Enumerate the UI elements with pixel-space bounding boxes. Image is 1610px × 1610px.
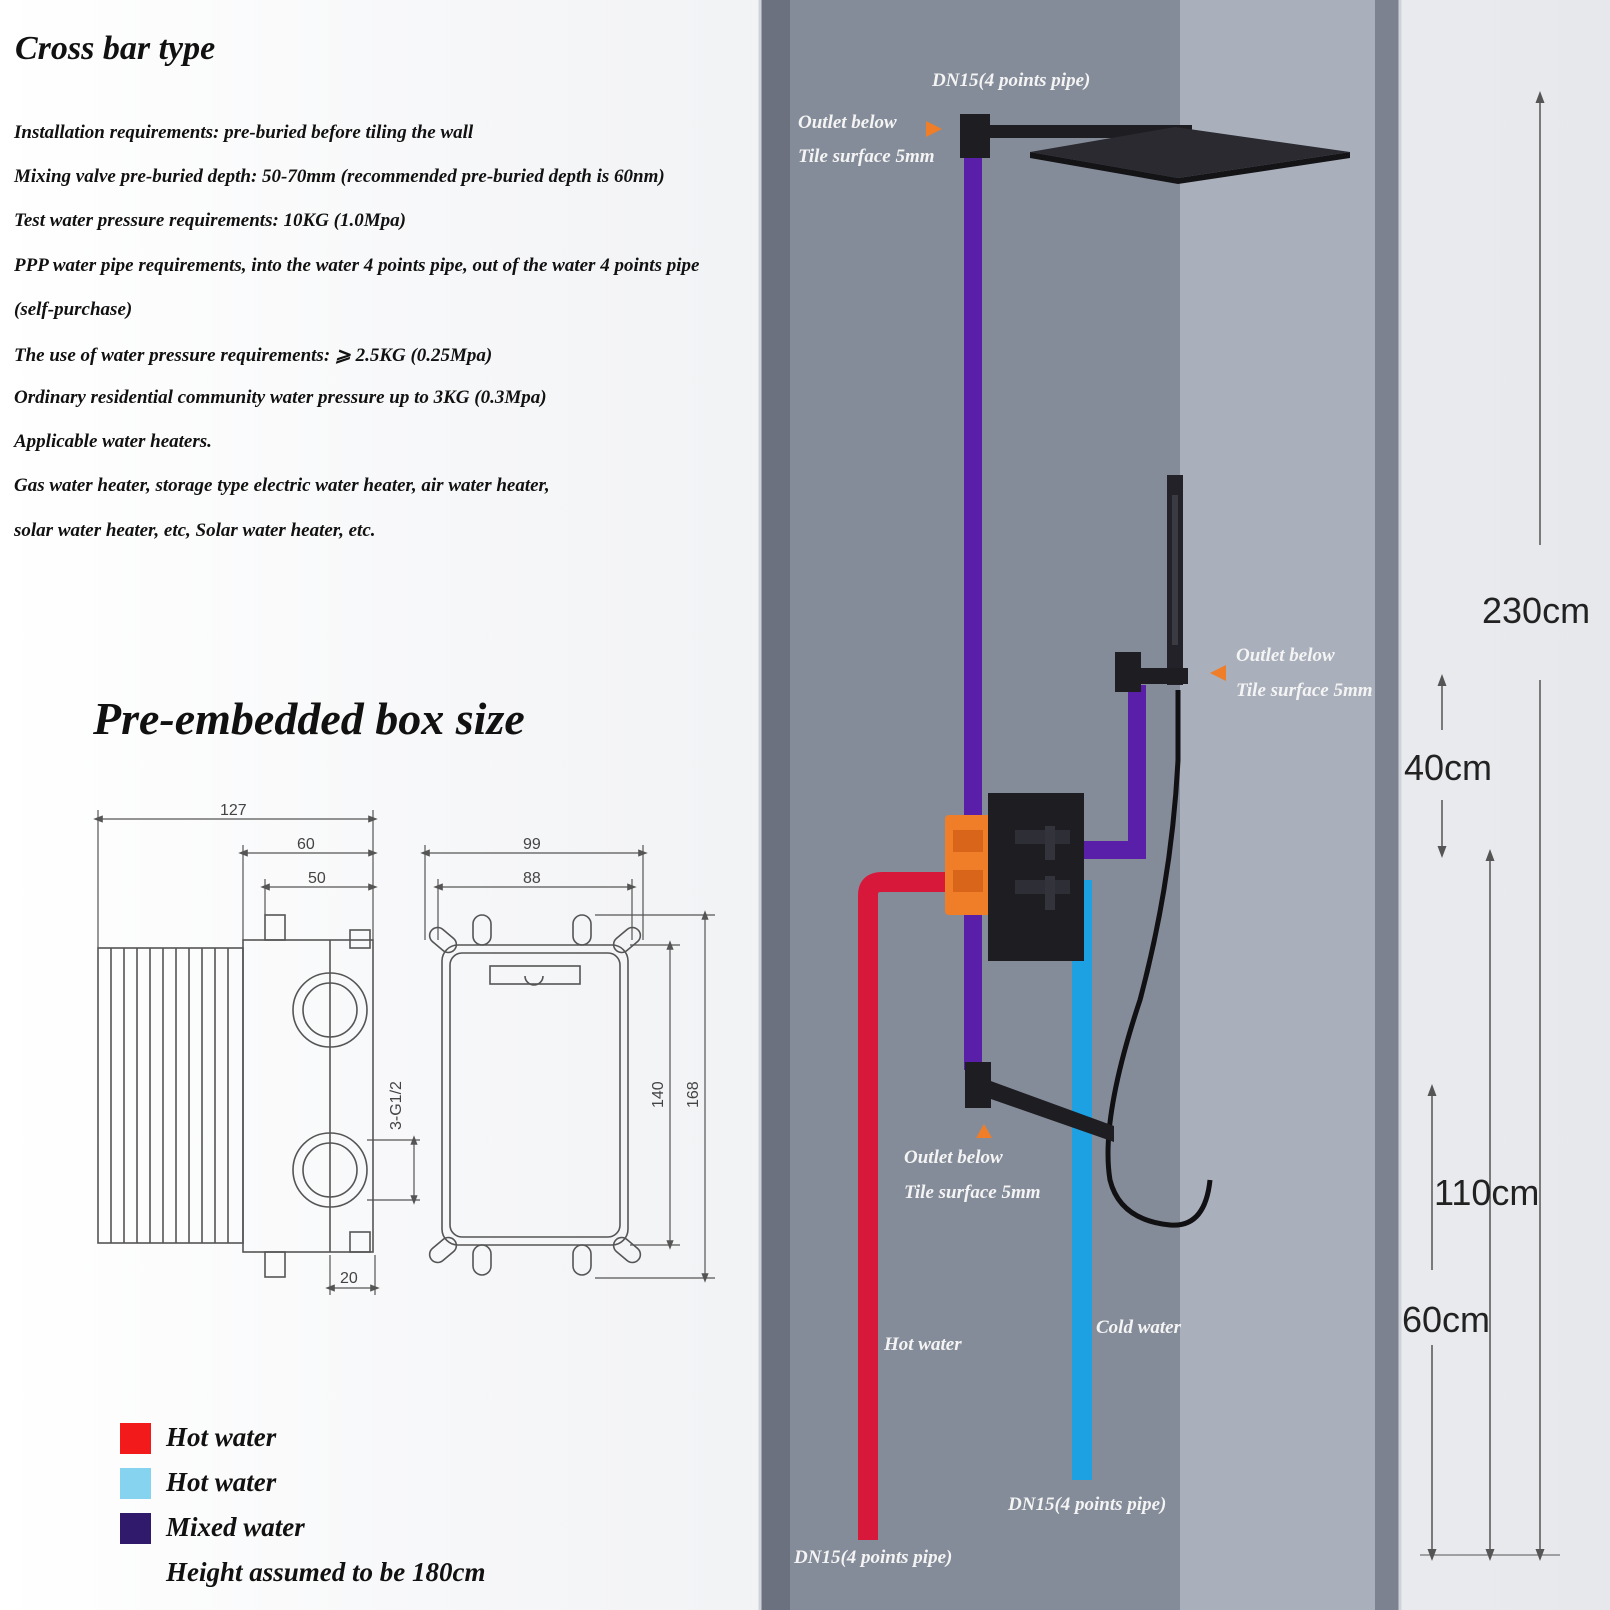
front-slot [489,965,581,985]
legend-swatch-hot [120,1423,151,1454]
height-110: 110cm [1434,1172,1539,1213]
hot-water-label: Hot water [883,1334,962,1355]
outlet-marker-low [976,1124,992,1138]
arm-wall-flange [960,114,990,158]
requirement-line: The use of water pressure requirements: … [14,345,493,366]
height-dimensions [1420,91,1560,1561]
dim-50: 50 [308,870,326,887]
mixer-plate [988,793,1084,961]
side-corrugated [97,947,244,1244]
front-body [441,944,629,1246]
diverter-handle [1015,880,1070,894]
bath-spout [965,1062,1114,1142]
hot-pipe [858,872,950,1540]
cold-water-label: Cold water [1096,1317,1182,1338]
legend-label-cold: Hot water [166,1467,277,1497]
requirement-line: (self-purchase) [14,299,133,320]
legend-swatch-mixed [120,1513,151,1544]
requirement-line: solar water heater, etc, Solar water hea… [14,520,376,541]
spout-body [988,1080,1114,1142]
dim-60: 60 [297,836,315,853]
side-port-bottom [292,1132,368,1208]
requirement-line: Mixing valve pre-buried depth: 50-70mm (… [14,166,665,187]
rain-head [1030,127,1350,178]
box-title: Pre-embedded box size [93,693,525,744]
pipe-label-top: DN15(4 points pipe) [931,70,1090,91]
dim-140: 140 [650,1081,667,1108]
dim-99: 99 [523,836,541,853]
outlet-marker-mid [1210,665,1226,681]
requirement-line: Gas water heater, storage type electric … [14,475,550,496]
requirement-line: Test water pressure requirements: 10KG (… [14,210,406,231]
mixed-pipe-side [1080,685,1146,859]
pipe-label-cold: DN15(4 points pipe) [1007,1494,1166,1515]
shower-head [960,114,1350,184]
dim-88: 88 [523,870,541,887]
box-front-view [428,914,642,1276]
box-side-view [97,914,374,1278]
height-40: 40cm [1404,747,1492,788]
outlet-low-line2: Tile surface 5mm [904,1182,1041,1203]
requirement-line: Ordinary residential community water pre… [14,387,547,408]
dim-127: 127 [220,802,247,819]
legend-swatch-cold [120,1468,151,1499]
mixer-handle [1015,830,1070,844]
side-body [242,939,374,1253]
outlet-top-line1: Outlet below [798,112,897,133]
pipe-label-hot: DN15(4 points pipe) [793,1547,952,1568]
requirement-line: PPP water pipe requirements, into the wa… [14,255,700,276]
outlet-low-line1: Outlet below [904,1147,1003,1168]
dim-168: 168 [685,1081,702,1108]
legend-label-mixed: Mixed water [166,1512,305,1542]
spout-flange [965,1062,991,1108]
legend-note: Height assumed to be 180cm [166,1557,486,1587]
heading: Cross bar type [15,30,216,67]
dim-port: 3-G1/2 [388,1081,405,1130]
outlet-mid-line2: Tile surface 5mm [1236,680,1373,701]
dim-20: 20 [340,1270,358,1287]
box-front-dimensions [420,845,715,1283]
side-port-top [292,972,368,1048]
valve-assembly [945,793,1084,961]
box-side-dimensions [93,810,420,1295]
requirement-line: Applicable water heaters. [14,431,212,452]
outlet-top-line2: Tile surface 5mm [798,146,935,167]
mixed-pipe-main [964,150,982,1070]
outlet-mid-line1: Outlet below [1236,645,1335,666]
height-60: 60cm [1402,1299,1490,1340]
requirement-line: Installation requirements: pre-buried be… [14,122,474,143]
cold-pipe [1072,880,1092,1480]
holder-flange [1115,652,1141,692]
outlet-marker-top [926,121,942,137]
height-230: 230cm [1482,590,1590,631]
legend-label-hot: Hot water [166,1422,277,1452]
